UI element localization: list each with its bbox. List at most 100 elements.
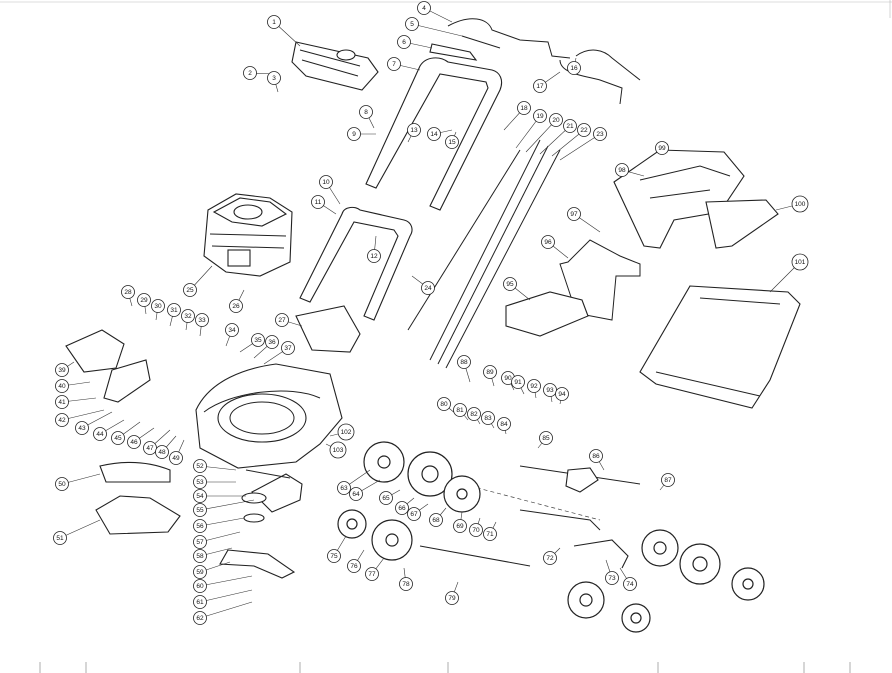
callout-22: 22: [577, 123, 591, 137]
callout-label: 35: [254, 337, 262, 344]
callout-label: 82: [470, 411, 478, 418]
callout-circle: [193, 565, 207, 579]
callout-circle: [55, 379, 69, 393]
callout-circle: [55, 363, 69, 377]
callout-61: 61: [193, 595, 207, 609]
callout-circle: [55, 413, 69, 427]
callout-57: 57: [193, 535, 207, 549]
callout-circle: [469, 523, 483, 537]
engine: [203, 193, 293, 277]
callout-81: 81: [453, 403, 467, 417]
callout-circle: [193, 579, 207, 593]
callout-60: 60: [193, 579, 207, 593]
callout-circle: [623, 577, 637, 591]
callout-label: 84: [500, 421, 508, 428]
callout-label: 71: [486, 531, 494, 538]
callout-label: 22: [580, 127, 588, 134]
callout-58: 58: [193, 549, 207, 563]
callout-label: 33: [198, 317, 206, 324]
callout-79: 79: [445, 591, 459, 605]
grass-catcher: [505, 149, 801, 409]
leader-line-42: [61, 409, 105, 421]
callout-80: 80: [437, 397, 451, 411]
callout-label: 79: [448, 595, 456, 602]
callout-circle: [577, 123, 591, 137]
callout-label: 53: [196, 479, 204, 486]
callout-circle: [791, 195, 809, 213]
callout-label: 73: [608, 575, 616, 582]
callout-label: 80: [440, 401, 448, 408]
callout-label: 48: [158, 449, 166, 456]
callout-circle: [155, 445, 169, 459]
callout-label: 100: [795, 201, 806, 208]
callout-circle: [533, 79, 547, 93]
callout-43: 43: [75, 421, 89, 435]
callout-label: 5: [410, 21, 414, 28]
callout-32: 32: [181, 309, 195, 323]
callout-50: 50: [55, 477, 69, 491]
leader-line-61: [199, 589, 253, 603]
callout-label: 75: [330, 553, 338, 560]
callout-72: 72: [543, 551, 557, 565]
callout-circle: [169, 451, 183, 465]
callout-68: 68: [429, 513, 443, 527]
leader-line-5: [411, 23, 463, 37]
callout-label: 92: [530, 383, 538, 390]
callout-label: 46: [130, 439, 138, 446]
callout-label: 44: [96, 431, 104, 438]
callout-circle: [193, 535, 207, 549]
callout-label: 32: [184, 313, 192, 320]
callout-circle: [181, 309, 195, 323]
callout-26: 26: [229, 299, 243, 313]
callout-circle: [399, 577, 413, 591]
callout-62: 62: [193, 611, 207, 625]
callout-circle: [511, 375, 525, 389]
callout-21: 21: [563, 119, 577, 133]
callout-label: 1: [272, 19, 276, 26]
callout-label: 13: [410, 127, 418, 134]
drive-axle: [419, 465, 641, 569]
callout-circle: [359, 105, 373, 119]
callout-47: 47: [143, 441, 157, 455]
mulch-plugs: [95, 462, 303, 535]
callout-label: 9: [352, 131, 356, 138]
callout-label: 83: [484, 415, 492, 422]
callout-circle: [183, 283, 197, 297]
rear-guard-parts: [65, 305, 361, 403]
callout-label: 10: [322, 179, 330, 186]
callout-101: 101: [791, 253, 809, 271]
callout-circle: [275, 313, 289, 327]
callout-label: 6: [402, 39, 406, 46]
callout-54: 54: [193, 489, 207, 503]
callout-circle: [517, 101, 531, 115]
callout-15: 15: [445, 135, 459, 149]
callout-14: 14: [427, 127, 441, 141]
callout-35: 35: [251, 333, 265, 347]
callout-label: 19: [536, 113, 544, 120]
callout-label: 66: [398, 505, 406, 512]
callout-95: 95: [503, 277, 517, 291]
callout-92: 92: [527, 379, 541, 393]
top-bail-cables: [429, 18, 641, 105]
callout-circle: [407, 123, 421, 137]
callout-102: 102: [337, 423, 355, 441]
callout-label: 56: [196, 523, 204, 530]
callout-83: 83: [481, 411, 495, 425]
callout-label: 24: [424, 285, 432, 292]
callout-circle: [533, 109, 547, 123]
callout-label: 58: [196, 553, 204, 560]
lower-handle: [299, 206, 413, 321]
callout-balloons: 1234567891011121314151617181920212223242…: [53, 1, 809, 625]
callout-circle: [267, 15, 281, 29]
leader-line-23: [559, 133, 601, 161]
callout-label: 2: [248, 70, 252, 77]
callout-circle: [437, 397, 451, 411]
callout-89: 89: [483, 365, 497, 379]
callout-label: 41: [58, 399, 66, 406]
callout-label: 28: [124, 289, 132, 296]
control-cables: [407, 139, 561, 369]
callout-3: 3: [267, 71, 281, 85]
callout-7: 7: [387, 57, 401, 71]
callout-94: 94: [555, 387, 569, 401]
callout-label: 91: [514, 379, 522, 386]
